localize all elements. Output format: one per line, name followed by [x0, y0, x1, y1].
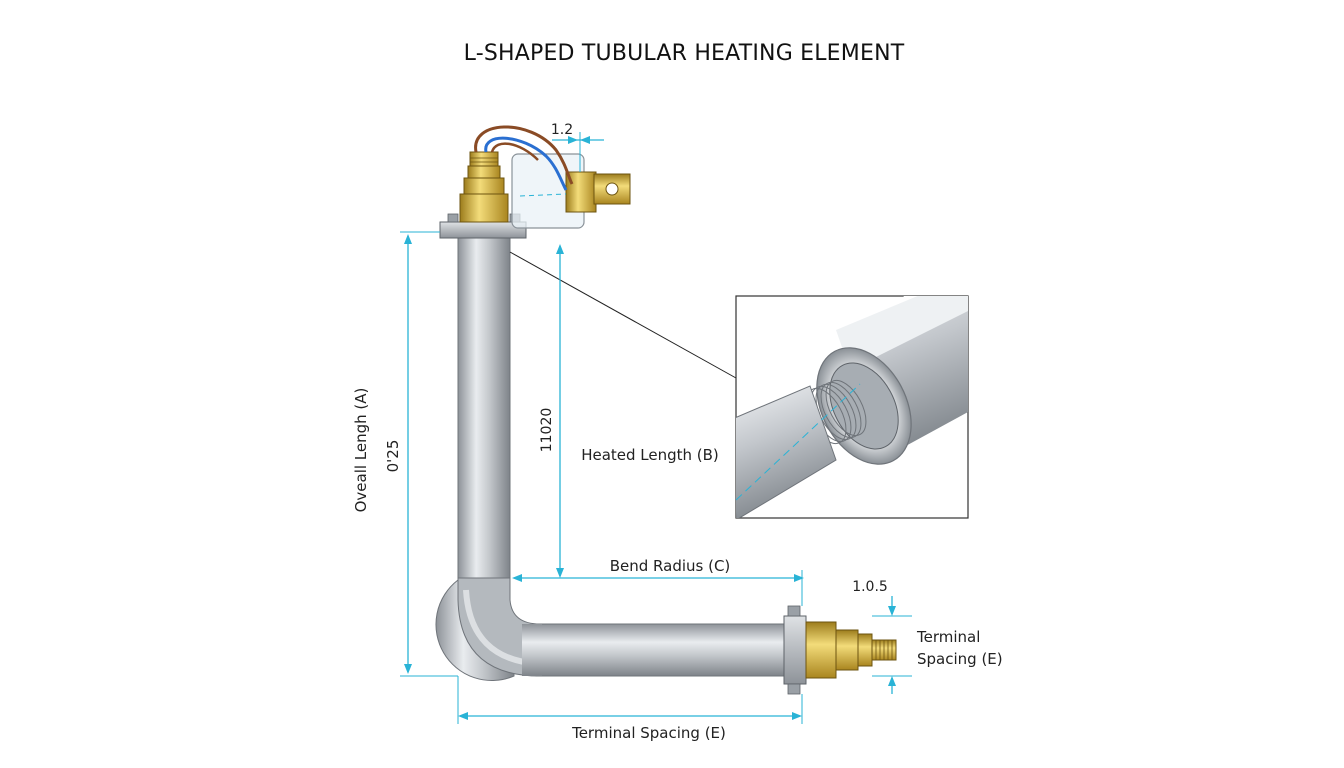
terminal-spacing-right-label-line2: Spacing (E)	[917, 650, 1003, 668]
top-dimension-value: 1.2	[551, 122, 573, 138]
terminal-spacing-bottom-dimension	[457, 676, 803, 724]
top-brass-fitting	[459, 151, 509, 223]
zoom-leader-line	[509, 251, 737, 379]
terminal-spacing-bottom-label: Terminal Spacing (E)	[571, 724, 726, 742]
terminal-spacing-right-dimension	[872, 596, 912, 694]
heated-length-dimension	[556, 244, 564, 578]
terminal-spacing-right-label-line1: Terminal	[916, 628, 980, 646]
lead-wires	[474, 125, 574, 197]
bottom-terminal-fitting	[783, 605, 897, 695]
diagram-title: L-SHAPED TUBULAR HEATING ELEMENT	[464, 41, 905, 66]
overall-length-value: 0'25	[384, 440, 402, 473]
zoom-detail-inset	[735, 295, 969, 519]
heating-tube	[435, 237, 785, 681]
bend-radius-label: Bend Radius (C)	[610, 557, 731, 575]
heated-length-label: Heated Length (B)	[581, 446, 719, 464]
overall-length-label: Oveall Lengh (A)	[352, 388, 370, 513]
heated-length-value: 11020	[539, 408, 555, 453]
overall-length-dimension	[400, 231, 458, 677]
terminal-box	[511, 153, 631, 229]
right-dimension-value: 1.0.5	[852, 579, 888, 595]
top-small-dimension	[552, 132, 604, 172]
bend-radius-dimension	[512, 570, 804, 606]
